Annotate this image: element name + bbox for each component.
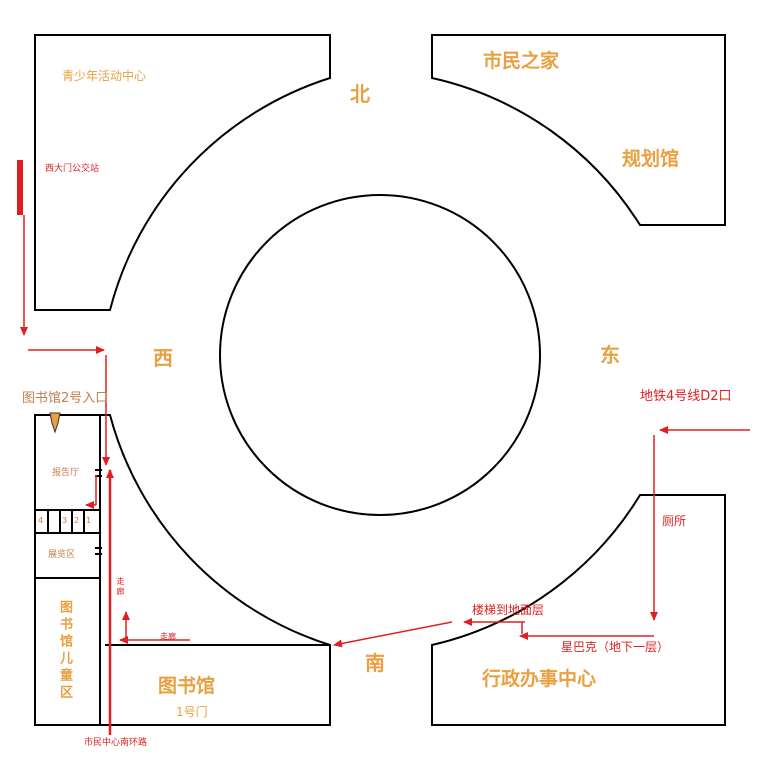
west-gate-bus-label: 西大门公交站 (45, 164, 100, 174)
library-partitions (35, 415, 330, 725)
exhibit-area-label: 展览区 (48, 550, 76, 560)
library-entrance-2-label: 图书馆2号入口 (22, 391, 109, 406)
direction-south: 南 (365, 651, 385, 675)
corridor-vertical-label: 走廊 (116, 577, 125, 597)
toilet-label: 厕所 (662, 514, 687, 528)
room-number-4: 4 (38, 516, 44, 525)
report-hall-label: 报告厅 (52, 468, 80, 478)
direction-east: 东 (600, 343, 620, 367)
admin-center-label: 行政办事中心 (482, 668, 597, 690)
direction-north: 北 (350, 82, 370, 106)
library-entrance-2-marker (49, 412, 61, 434)
room-number-1: 1 (86, 516, 92, 525)
bus-stop-marker (17, 160, 23, 215)
library-gate-1-label: 1号门 (176, 705, 208, 719)
metro-exit-label: 地铁4号线D2口 (640, 389, 732, 404)
admin-center-outline (431, 494, 726, 726)
central-circle (219, 194, 541, 516)
room-number-2: 2 (74, 516, 80, 525)
south-ring-road-label: 市民中心南环路 (84, 738, 148, 748)
room-number-3: 3 (62, 516, 68, 525)
stairs-label: 楼梯到地面层 (472, 603, 545, 617)
library-label: 图书馆 (158, 675, 216, 697)
route-stairs-to-library (333, 621, 453, 648)
citizen-home-label: 市民之家 (483, 50, 560, 72)
children-area-label: 图书馆儿童区 (57, 600, 72, 702)
youth-center-outline (34, 34, 331, 311)
planning-hall-label: 规划馆 (622, 148, 680, 170)
corridor-horizontal-label: 走廊 (160, 632, 176, 641)
citizen-home-outline (431, 34, 726, 226)
youth-center-label: 青少年活动中心 (62, 69, 147, 83)
direction-west: 西 (153, 346, 173, 370)
starbucks-label: 星巴克（地下一层） (561, 640, 670, 654)
library-outline (34, 414, 331, 726)
